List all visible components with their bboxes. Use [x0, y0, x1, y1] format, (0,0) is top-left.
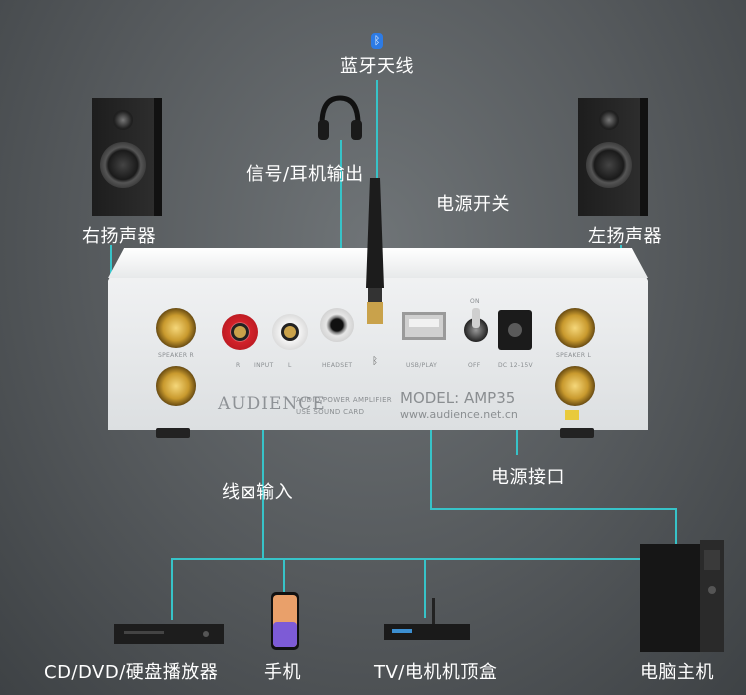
r-text: R [236, 362, 241, 369]
speaker-r-post-top[interactable] [156, 308, 196, 348]
bt-line [376, 80, 378, 190]
woofer [100, 142, 146, 188]
headphones-icon [316, 94, 364, 144]
dc-jack[interactable] [498, 310, 532, 350]
usb-inner [409, 319, 439, 327]
cd-dvd-label: CD/DVD/硬盘播放器 [44, 662, 219, 683]
drop-cd [171, 558, 173, 620]
dc-hole [508, 323, 522, 337]
headset-jack[interactable] [320, 308, 354, 342]
input-text: INPUT [254, 362, 274, 369]
rca-right-jack[interactable] [222, 314, 258, 350]
left-speaker-label: 左扬声器 [588, 226, 662, 247]
power-toggle[interactable] [464, 308, 488, 342]
subtitle2: USE SOUND CARD [296, 408, 365, 416]
tweeter [599, 110, 619, 130]
dc-text: DC 12-15V [498, 362, 533, 369]
warning-sticker [565, 410, 579, 420]
dvd-player-image [114, 620, 224, 654]
woofer [586, 142, 632, 188]
speaker-l-post-top[interactable] [555, 308, 595, 348]
subtitle1: AUDIO POWER AMPLIFIER [296, 396, 392, 404]
headset-text: HEADSET [322, 362, 353, 369]
rca-left-jack[interactable] [272, 314, 308, 350]
pc-label: 电脑主机 [640, 662, 714, 683]
usb-port[interactable] [402, 312, 446, 340]
input-line-v [262, 345, 264, 560]
bluetooth-icon: ᛒ [371, 33, 383, 49]
bluetooth-small-icon: ᛒ [372, 356, 378, 367]
tv-box-image [384, 598, 470, 652]
drop-phone [283, 558, 285, 592]
off-text: OFF [468, 362, 481, 369]
speaker-l-text: SPEAKER L [556, 352, 592, 359]
line-input-label: 线⊠输入 [222, 482, 294, 503]
input-line-h [171, 558, 673, 560]
power-switch-label: 电源开关 [436, 194, 510, 215]
left-speaker-image [578, 98, 640, 216]
tweeter [113, 110, 133, 130]
url-text: www.audience.net.cn [400, 408, 518, 421]
amp-foot [156, 428, 190, 438]
usb-text: USB/PLAY [406, 362, 438, 369]
bluetooth-antenna-label: 蓝牙天线 [340, 56, 414, 77]
right-speaker-image [92, 98, 154, 216]
speaker-r-post-bottom[interactable] [156, 366, 196, 406]
pc-line-v2 [675, 508, 677, 544]
antenna [362, 178, 388, 328]
l-text: L [288, 362, 292, 369]
model-text: MODEL: AMP35 [400, 389, 516, 407]
pc-tower-image [640, 540, 724, 656]
pc-line-h1 [430, 508, 676, 510]
phone-label: 手机 [264, 662, 301, 683]
headphone-output-label: 信号/耳机输出 [246, 164, 364, 185]
drop-tv [424, 558, 426, 618]
phone-image [271, 592, 299, 654]
right-speaker-label: 右扬声器 [82, 226, 156, 247]
brand-text: AUDIENCE [218, 394, 326, 414]
tv-box-label: TV/电机机顶盒 [374, 662, 498, 683]
amp-foot [560, 428, 594, 438]
toggle-lever [472, 308, 480, 328]
speaker-l-post-bottom[interactable] [555, 366, 595, 406]
on-text: ON [470, 298, 480, 305]
power-port-label: 电源接口 [491, 467, 565, 488]
speaker-r-text: SPEAKER R [158, 352, 194, 359]
headset-line [340, 140, 342, 315]
